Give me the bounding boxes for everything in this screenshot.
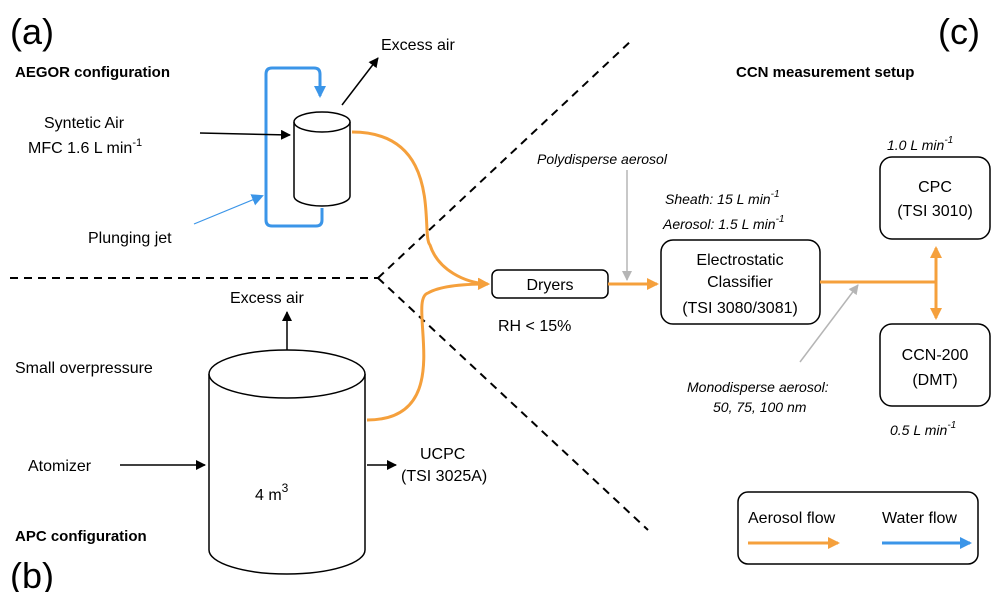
aerosol-flow-rate-label: Aerosol: 1.5 L min-1 [662,214,785,232]
legend-box [737,491,979,565]
dryers-label: Dryers [526,277,573,294]
tank-volume-label: 4 m3 [255,481,289,504]
water-loop [264,66,326,228]
aegor-to-dryers-flow [351,130,490,290]
sheath-flow-label: Sheath: 15 L min-1 [665,189,780,207]
aegor-vessel-body [293,122,351,207]
cpc-flow-label: 1.0 L min-1 [887,135,953,153]
synthetic-air-arrow [199,129,291,140]
apc-tank-body [208,374,366,575]
cpc-box [879,156,991,240]
ccn200-label-line1: CCN-200 [902,347,969,364]
cpc-label-line1: CPC [918,179,952,196]
legend: Aerosol flow Water flow [737,491,979,565]
monodisperse-label-line1: Monodisperse aerosol: [687,379,829,395]
monodisperse-label-line2: 50, 75, 100 nm [713,399,807,415]
atomizer-label: Atomizer [28,458,92,475]
ccn200-label-line2: (DMT) [912,372,957,389]
separator-upper-diagonal [377,39,633,279]
plunging-jet-label: Plunging jet [88,230,172,247]
ucpc-label-line1: UCPC [420,446,465,463]
apc-to-dryers-flow [366,278,490,422]
aegor-excess-air-label: Excess air [381,37,455,54]
aegor-title: AEGOR configuration [15,64,170,81]
ccn200-flow-label: 0.5 L min-1 [890,420,956,438]
apc-tank-top [208,349,366,399]
aegor-vessel-top [293,111,351,133]
ccn-group: Dryers RH < 15% Polydisperse aerosol She… [491,135,991,438]
classifier-label-line1: Electrostatic [696,252,783,269]
monodisperse-pointer [799,284,859,363]
apc-group: 4 m3 Excess air Small overpressure Atomi… [15,290,487,575]
legend-water-label: Water flow [882,510,957,527]
legend-aerosol-label: Aerosol flow [748,510,836,527]
synthetic-air-label-line2: MFC 1.6 L min-1 [28,137,142,157]
aegor-group: Excess air Syntetic Air MFC 1.6 L min-1 … [28,37,455,247]
apc-title: APC configuration [15,528,147,545]
panel-label-a: (a) [10,11,54,52]
aegor-excess-air-arrow [341,57,379,106]
apc-excess-air-label: Excess air [230,290,304,307]
ucpc-label-line2: (TSI 3025A) [401,468,487,485]
cpc-label-line2: (TSI 3010) [897,203,973,220]
ccn-title: CCN measurement setup [736,64,914,81]
ccn200-box [879,323,991,407]
synthetic-air-label-line1: Syntetic Air [44,115,125,132]
small-overpressure-label: Small overpressure [15,360,153,377]
classifier-label-line3: (TSI 3080/3081) [682,300,798,317]
classifier-label-line2: Classifier [707,274,773,291]
polydisperse-label: Polydisperse aerosol [537,151,668,167]
panel-label-b: (b) [10,555,54,592]
rh-label: RH < 15% [498,318,571,335]
aerosol-flows [351,130,490,422]
separator-lower-diagonal [377,277,649,531]
panel-label-c: (c) [938,11,980,52]
plunging-jet-pointer [193,194,264,225]
